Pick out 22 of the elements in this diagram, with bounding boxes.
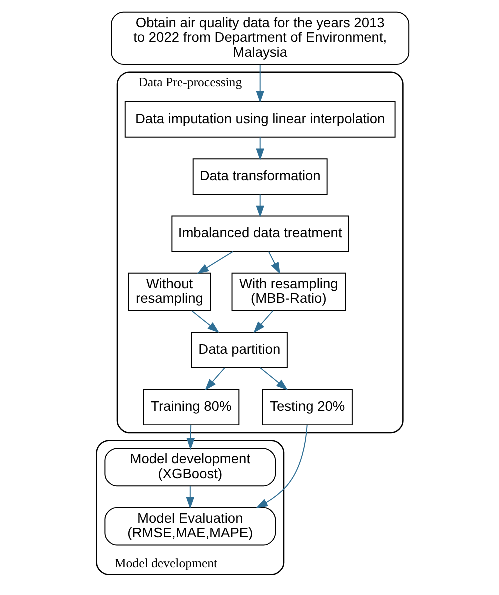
arrow — [256, 64, 264, 103]
arrow — [196, 251, 234, 274]
arrow — [186, 486, 194, 510]
node-box: Model development (XGBoost) — [104, 448, 276, 487]
arrow — [259, 368, 288, 391]
node-box: Data imputation using linear interpolation — [124, 101, 396, 138]
arrow — [256, 137, 264, 161]
node-box: Training 80% — [142, 389, 240, 426]
node-box: Imbalanced data treatment — [171, 216, 348, 252]
arrow — [204, 368, 225, 391]
node-box: Data partition — [190, 332, 288, 368]
arrow — [190, 310, 220, 334]
arrow — [253, 310, 274, 334]
node-box: Without resampling — [128, 272, 211, 312]
node-box: Obtain air quality data for the years 2013 to 2022 from Department of Environment, Malaysia — [110, 12, 410, 66]
node-box: Testing 20% — [262, 389, 352, 426]
arrow — [268, 251, 280, 274]
node-box: With resampling (MBB-Ratio) — [231, 272, 346, 312]
node-box: Data transformation — [192, 158, 328, 196]
arrow — [256, 194, 264, 218]
node-box: Model Evaluation (RMSE,MAE,MAPE) — [104, 507, 276, 546]
arrow — [186, 424, 195, 450]
